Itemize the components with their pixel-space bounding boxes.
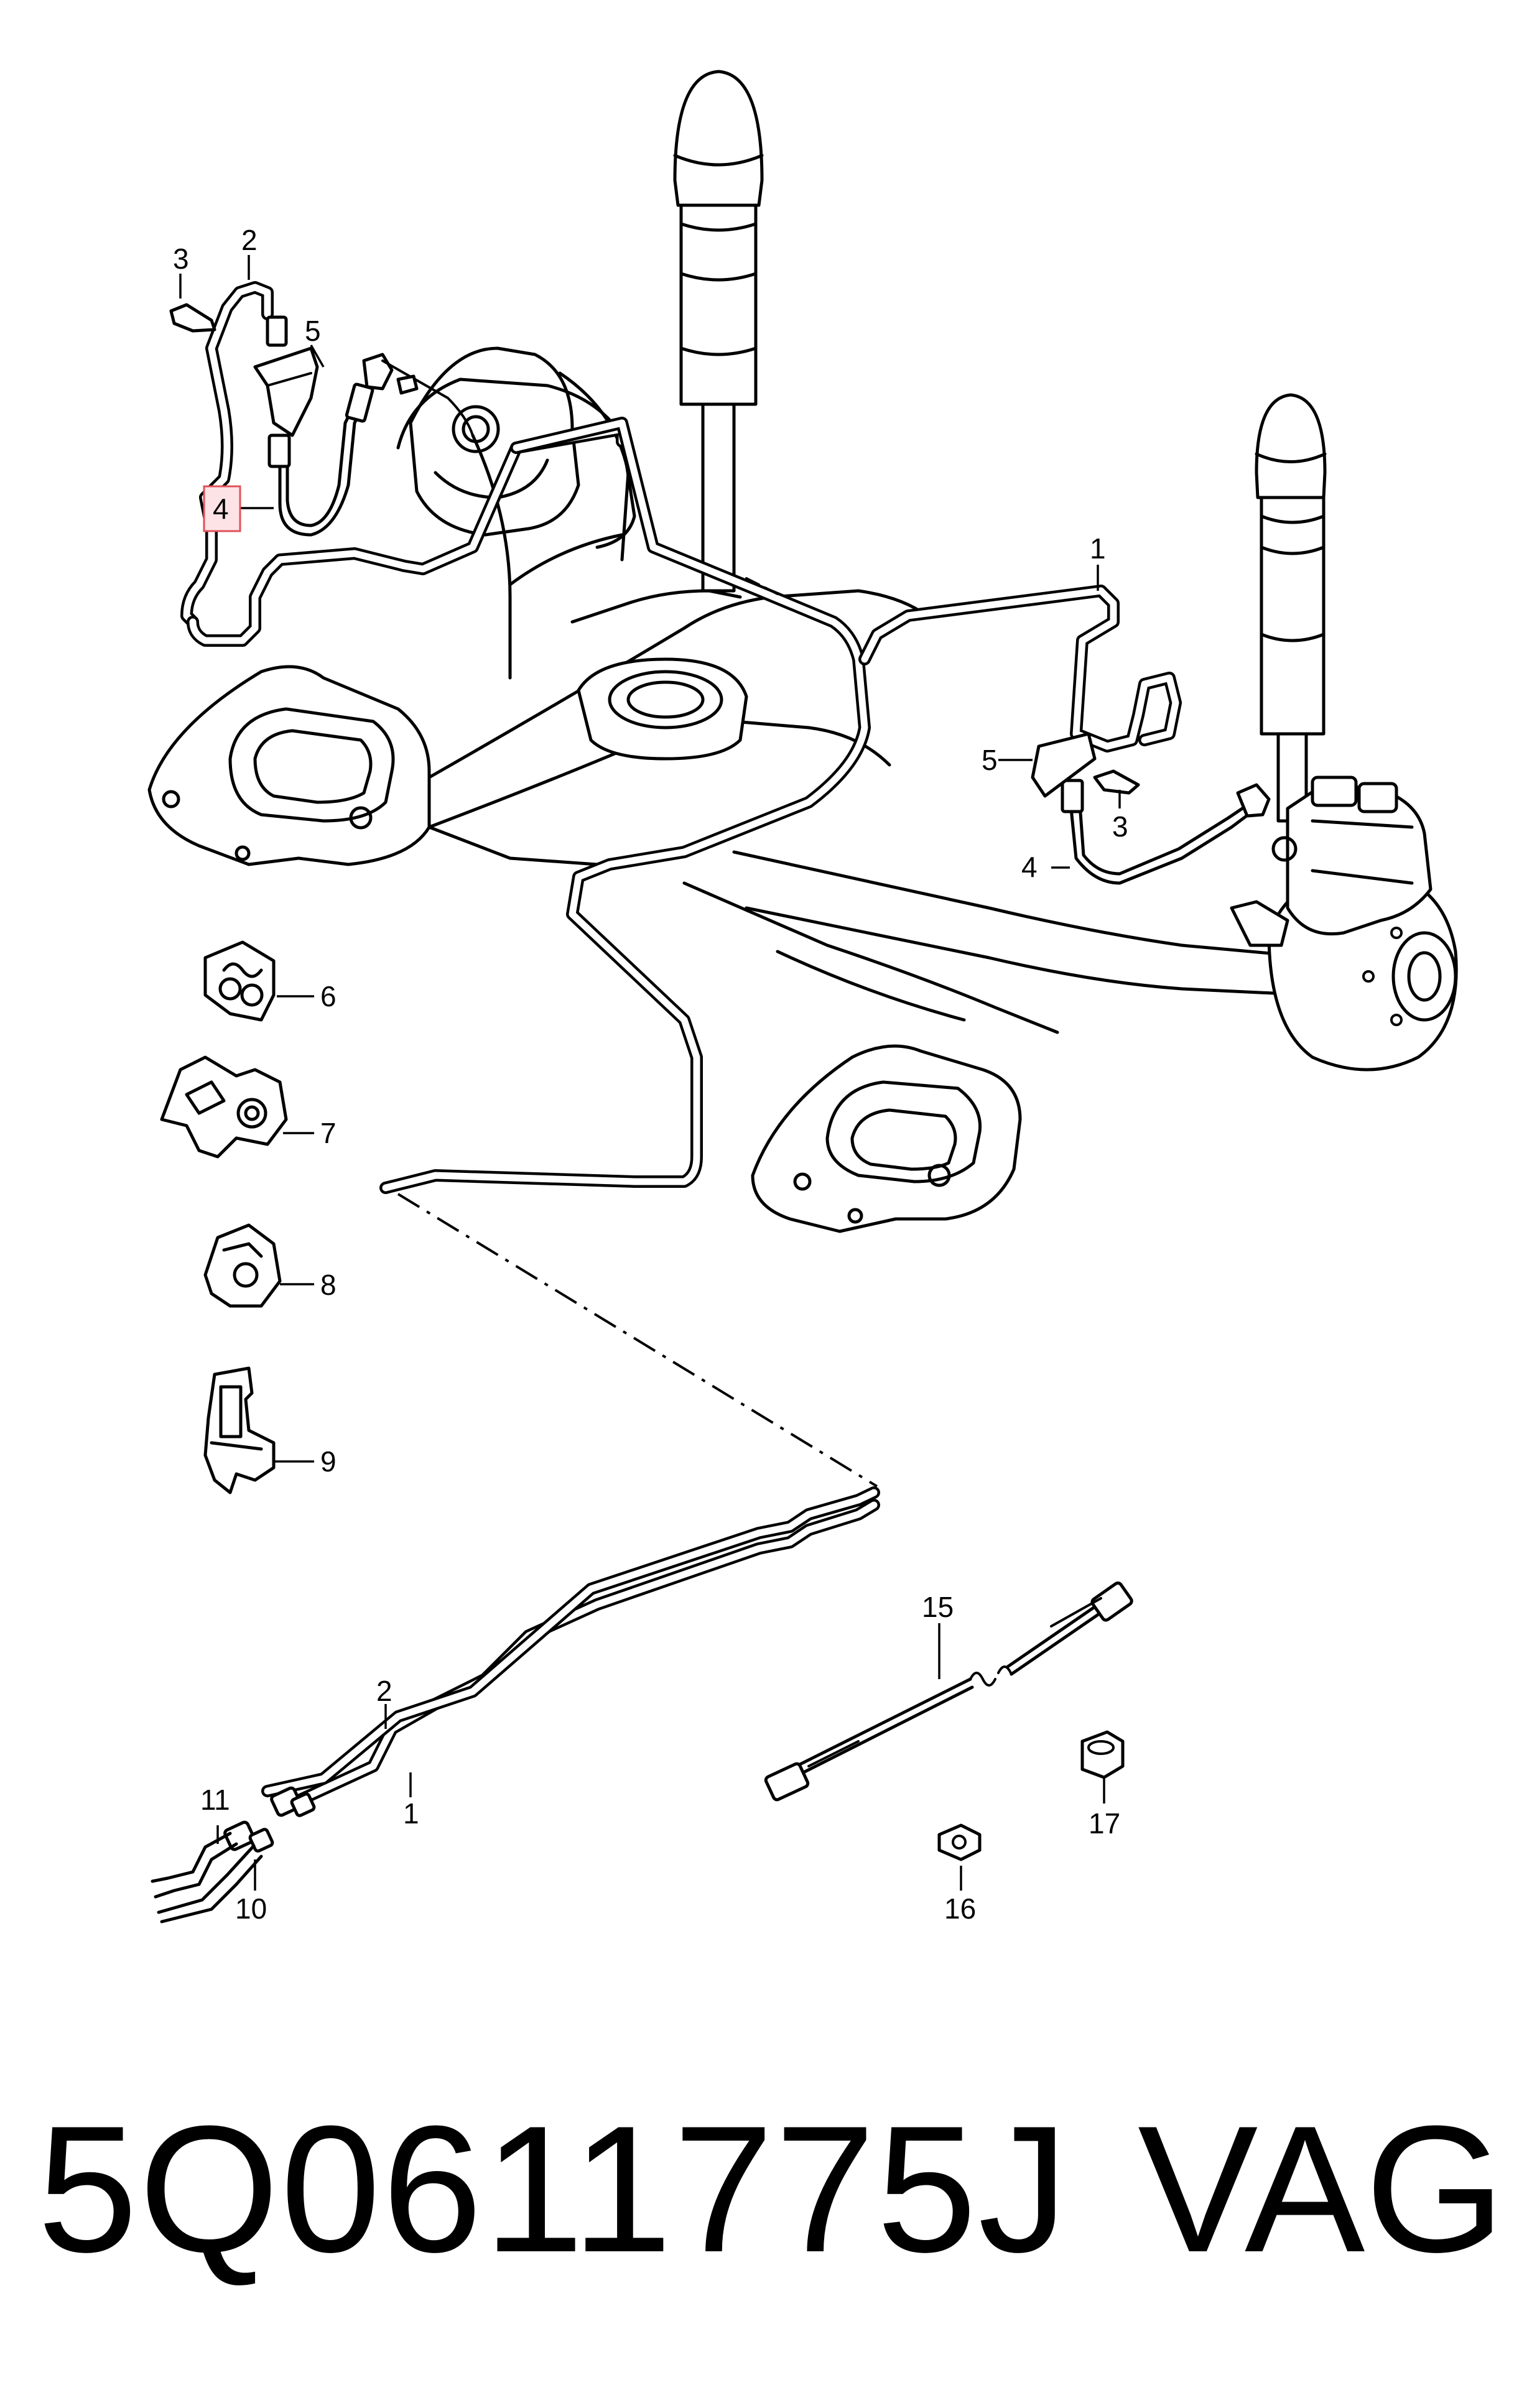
callout-2-top: 2 [241,224,258,256]
rear-axle-subframe [147,346,1458,1233]
callout-7: 7 [320,1117,337,1149]
callout-leaders [179,255,1121,1891]
pipe-clip-7 [160,1055,288,1159]
callout-10: 10 [235,1892,267,1925]
callout-1-bottom: 1 [403,1797,419,1830]
callout-labels: 3 2 5 4 1 5 3 4 6 7 8 9 2 1 11 10 15 16 … [173,224,1128,1925]
left-shock-absorber [673,70,764,593]
right-shock-absorber [1255,393,1327,823]
long-bolt-15 [764,1581,1133,1802]
callout-1-right: 1 [1090,532,1106,565]
nut-16 [937,1823,982,1861]
callout-17: 17 [1089,1807,1120,1840]
left-brake-hose [169,303,474,537]
callout-9: 9 [320,1445,337,1478]
callout-3-right: 3 [1112,810,1128,843]
brand-name: VAG [1138,2088,1505,2290]
part-caption: 5Q0611775J VAG [37,2090,1505,2289]
callout-8: 8 [320,1269,337,1301]
callout-3-top: 3 [173,243,189,275]
right-brake-hose [1031,732,1271,885]
callout-15: 15 [922,1591,954,1623]
pipe-clip-8 [203,1223,282,1308]
callout-4-right: 4 [1021,851,1038,883]
continuation-line [397,1193,878,1488]
highlight-box [203,485,241,532]
pipe-clip-9 [203,1366,276,1494]
lower-brake-pipes [151,1486,880,1924]
nut-17 [1080,1730,1125,1779]
pipe-clip-6 [203,940,276,1022]
callout-6: 6 [320,980,337,1012]
callout-11: 11 [200,1784,230,1816]
part-number: 5Q0611775J [37,2088,1070,2290]
callout-5-right: 5 [982,744,998,776]
callout-2-bottom: 2 [376,1675,392,1707]
callout-5-top: 5 [305,315,321,347]
callout-4-top: 4 [213,493,229,525]
callout-16: 16 [944,1892,976,1925]
